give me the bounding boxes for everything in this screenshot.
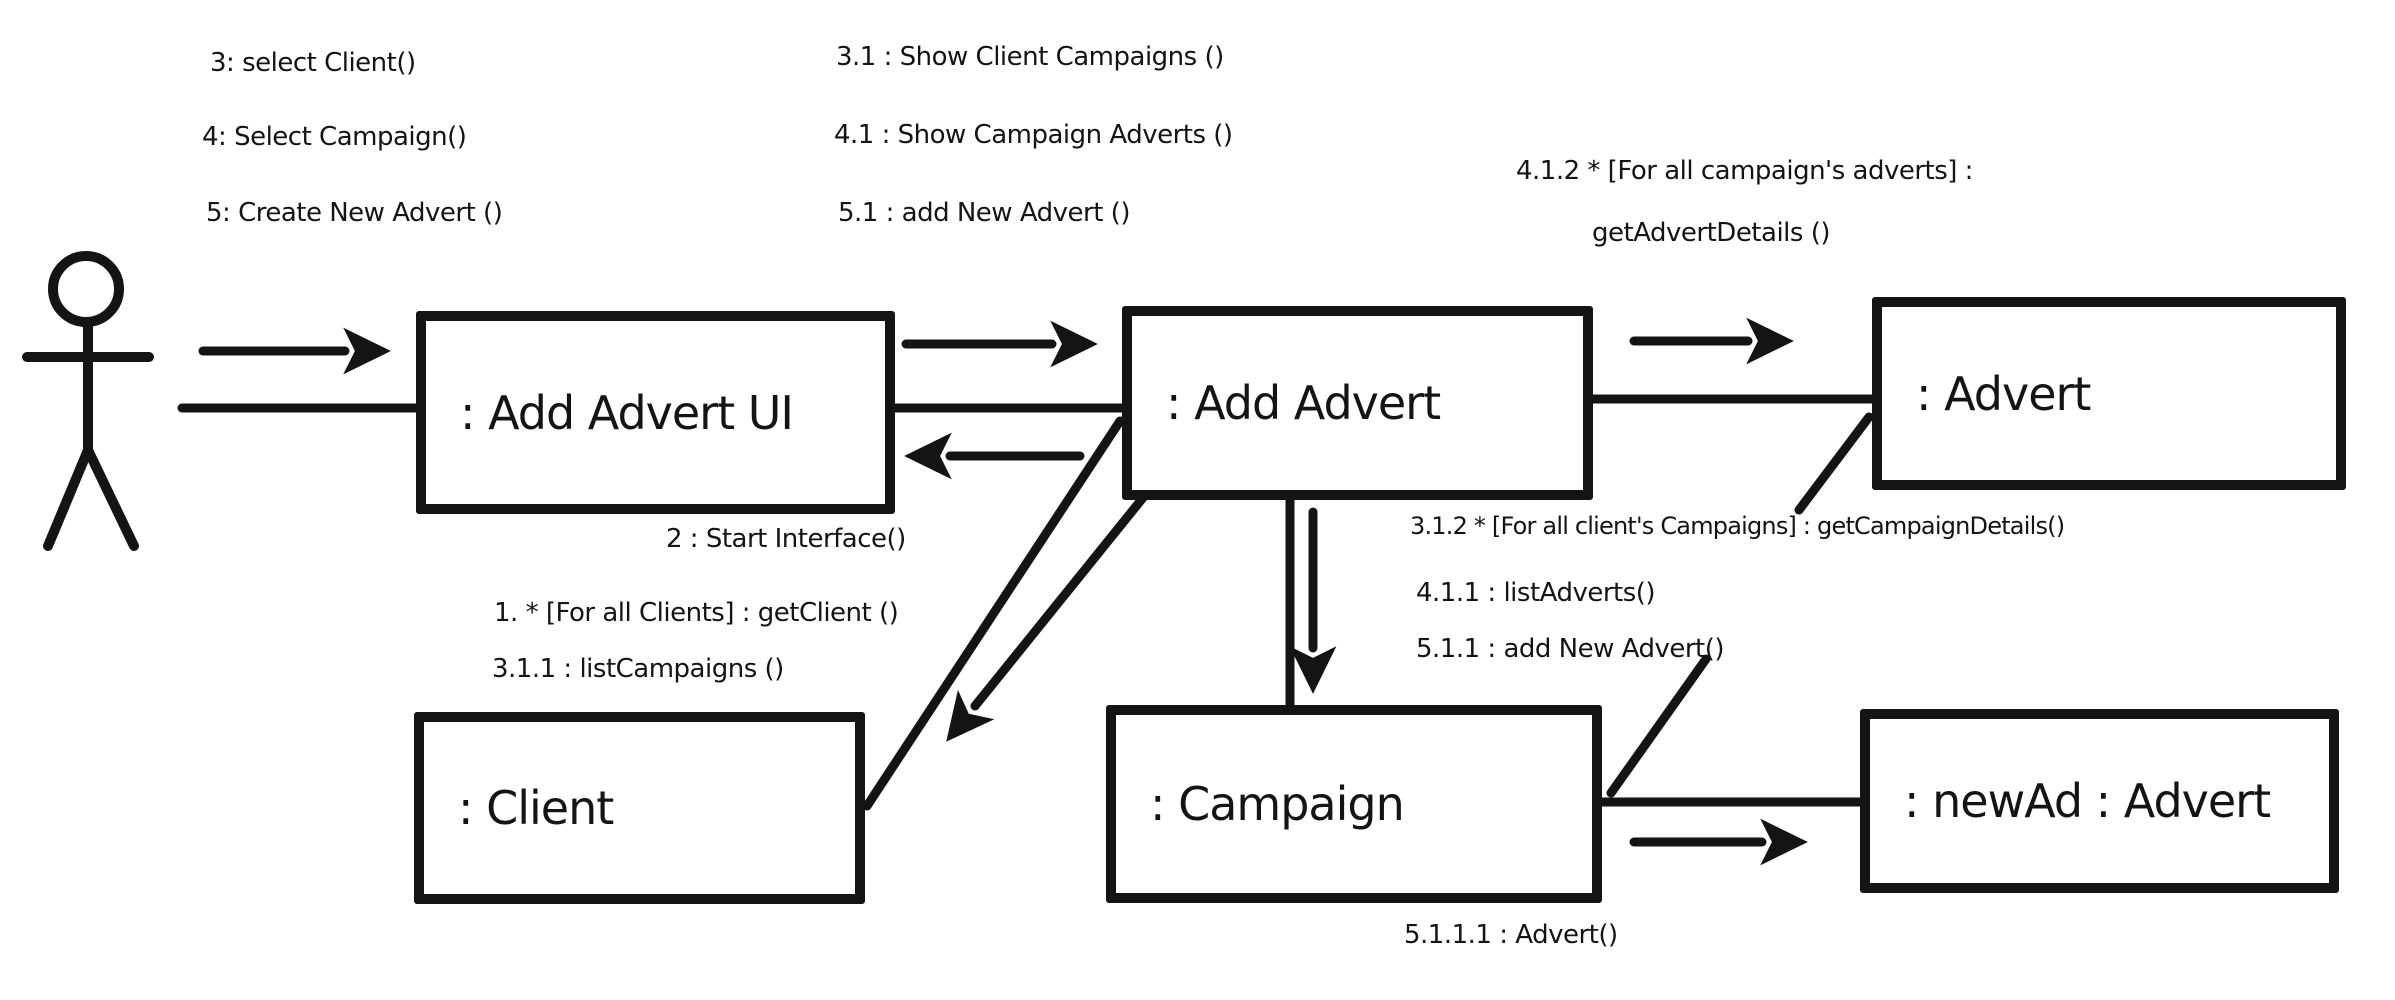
message-get-client: 1. * [For all Clients] : getClient () bbox=[494, 598, 899, 628]
object-box-client: : Client bbox=[414, 712, 865, 904]
object-label-client: : Client bbox=[458, 781, 614, 835]
object-label-advert: : Advert bbox=[1916, 366, 2091, 421]
message-select-campaign: 4: Select Campaign() bbox=[202, 122, 467, 152]
message-start-interface: 2 : Start Interface() bbox=[666, 524, 906, 554]
object-label-campaign: : Campaign bbox=[1150, 777, 1405, 831]
message-list-adverts: 4.1.1 : listAdverts() bbox=[1416, 578, 1656, 608]
object-label-add-advert-ui: : Add Advert UI bbox=[460, 385, 794, 440]
message-get-advert-details-call: getAdvertDetails () bbox=[1592, 218, 1830, 248]
link-advert-campaign-lower-segment bbox=[1606, 654, 1711, 798]
object-label-newad-advert: : newAd : Advert bbox=[1904, 774, 2271, 828]
message-list-campaigns: 3.1.1 : listCampaigns () bbox=[492, 654, 784, 684]
message-add-new-advert-ui: 5.1 : add New Advert () bbox=[838, 198, 1130, 228]
object-box-newad-advert: : newAd : Advert bbox=[1860, 709, 2339, 893]
object-box-advert: : Advert bbox=[1872, 297, 2346, 490]
message-show-client-campaigns: 3.1 : Show Client Campaigns () bbox=[836, 42, 1224, 72]
object-box-campaign: : Campaign bbox=[1106, 705, 1602, 903]
object-box-add-advert-ui: : Add Advert UI bbox=[416, 311, 895, 514]
message-get-advert-details-guard: 4.1.2 * [For all campaign's adverts] : bbox=[1516, 156, 1973, 186]
object-label-add-advert: : Add Advert bbox=[1166, 376, 1441, 430]
actor-icon bbox=[22, 251, 154, 551]
message-advert-create: 5.1.1.1 : Advert() bbox=[1404, 920, 1618, 950]
link-advert-campaign-upper-segment bbox=[1794, 412, 1874, 515]
object-box-add-advert: : Add Advert bbox=[1122, 306, 1593, 500]
message-create-new-advert: 5: Create New Advert () bbox=[206, 198, 503, 228]
message-get-campaign-details: 3.1.2 * [For all client's Campaigns] : g… bbox=[1410, 512, 2065, 540]
arrow-addadvert-to-client bbox=[946, 489, 1151, 742]
link-addadvert-client bbox=[862, 416, 1125, 811]
message-show-campaign-adverts: 4.1 : Show Campaign Adverts () bbox=[834, 120, 1233, 150]
message-select-client: 3: select Client() bbox=[210, 48, 416, 78]
message-add-new-advert: 5.1.1 : add New Advert() bbox=[1416, 634, 1725, 664]
